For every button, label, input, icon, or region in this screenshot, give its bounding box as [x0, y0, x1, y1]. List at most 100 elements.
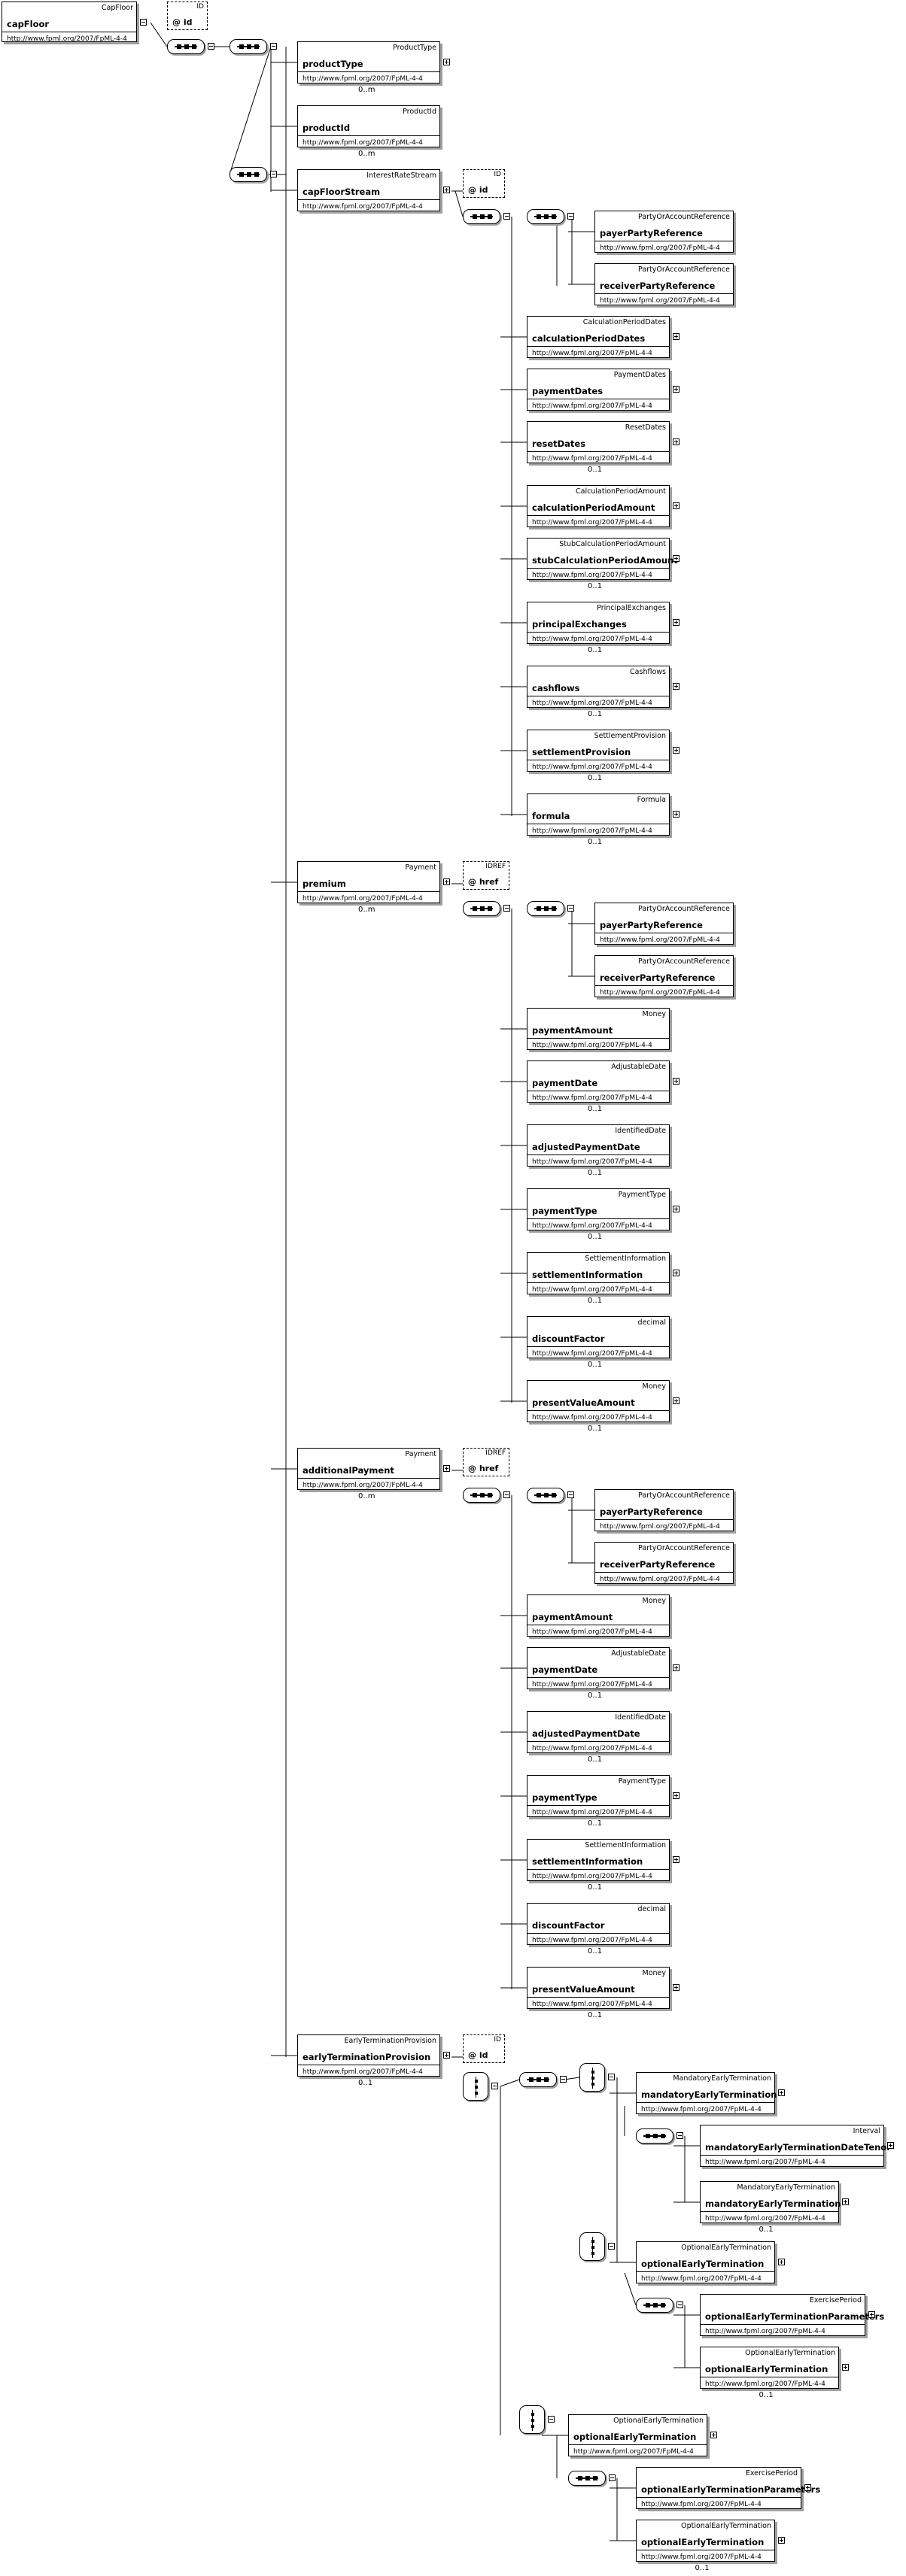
sequence-compositor[interactable]	[527, 901, 564, 916]
sequence-compositor[interactable]	[636, 2298, 673, 2313]
expand-icon[interactable]	[673, 1664, 680, 1671]
sequence-compositor[interactable]	[167, 39, 205, 54]
expand-icon[interactable]	[842, 2198, 849, 2205]
expand-icon[interactable]	[673, 1984, 680, 1991]
choice-compositor[interactable]	[463, 2072, 488, 2101]
expand-icon[interactable]	[443, 59, 450, 65]
expand-icon[interactable]	[868, 2311, 875, 2318]
expand-icon[interactable]	[673, 333, 680, 340]
expand-icon[interactable]	[443, 1465, 450, 1472]
expand-icon[interactable]	[804, 2484, 811, 2491]
sequence-compositor[interactable]	[527, 209, 564, 224]
collapse-icon[interactable]	[270, 43, 277, 50]
expand-icon[interactable]	[887, 2142, 894, 2149]
expand-icon[interactable]	[443, 878, 450, 885]
expand-icon[interactable]	[673, 1397, 680, 1404]
collapse-icon[interactable]	[567, 1491, 574, 1498]
sequence-compositor[interactable]	[463, 209, 500, 224]
expand-icon[interactable]	[673, 386, 680, 393]
expand-icon[interactable]	[842, 2364, 849, 2371]
sequence-compositor[interactable]	[568, 2471, 606, 2486]
collapse-icon[interactable]	[676, 2301, 683, 2308]
collapse-icon[interactable]	[208, 43, 214, 50]
expand-icon[interactable]	[778, 2537, 785, 2544]
expand-icon[interactable]	[673, 811, 680, 818]
expand-icon[interactable]	[710, 2432, 717, 2438]
expand-icon[interactable]	[673, 619, 680, 626]
expand-icon[interactable]	[673, 555, 680, 562]
collapse-icon[interactable]	[567, 905, 574, 912]
collapse-icon[interactable]	[503, 213, 510, 220]
expand-icon[interactable]	[673, 502, 680, 509]
expand-icon[interactable]	[673, 747, 680, 754]
collapse-icon[interactable]	[609, 2474, 616, 2481]
collapse-icon[interactable]	[270, 171, 277, 177]
sequence-compositor[interactable]	[636, 2128, 673, 2144]
expand-icon[interactable]	[673, 1792, 680, 1799]
collapse-icon[interactable]	[140, 19, 147, 26]
sequence-compositor[interactable]	[519, 2072, 557, 2087]
sequence-compositor[interactable]	[463, 901, 500, 916]
collapse-icon[interactable]	[503, 1491, 510, 1498]
collapse-icon[interactable]	[503, 905, 510, 912]
expand-icon[interactable]	[778, 2259, 785, 2265]
expand-icon[interactable]	[673, 1856, 680, 1863]
collapse-icon[interactable]	[560, 2076, 567, 2083]
sequence-compositor[interactable]	[230, 39, 267, 54]
collapse-icon[interactable]	[567, 213, 574, 220]
expand-icon[interactable]	[443, 2052, 450, 2059]
sequence-compositor[interactable]	[527, 1488, 564, 1503]
expand-icon[interactable]	[443, 187, 450, 193]
collapse-icon[interactable]	[548, 2416, 555, 2423]
expand-icon[interactable]	[673, 1078, 680, 1085]
expand-icon[interactable]	[673, 438, 680, 445]
expand-icon[interactable]	[673, 683, 680, 690]
collapse-icon[interactable]	[676, 2132, 683, 2139]
root-element-capFloor[interactable]: CapFloor capFloor http://www.fpml.org/20…	[2, 2, 137, 43]
sequence-compositor[interactable]	[230, 167, 267, 182]
collapse-icon[interactable]	[608, 2243, 615, 2250]
expand-icon[interactable]	[778, 2089, 785, 2096]
expand-icon[interactable]	[673, 1206, 680, 1212]
expand-icon[interactable]	[673, 1270, 680, 1276]
choice-compositor[interactable]	[579, 2232, 605, 2261]
